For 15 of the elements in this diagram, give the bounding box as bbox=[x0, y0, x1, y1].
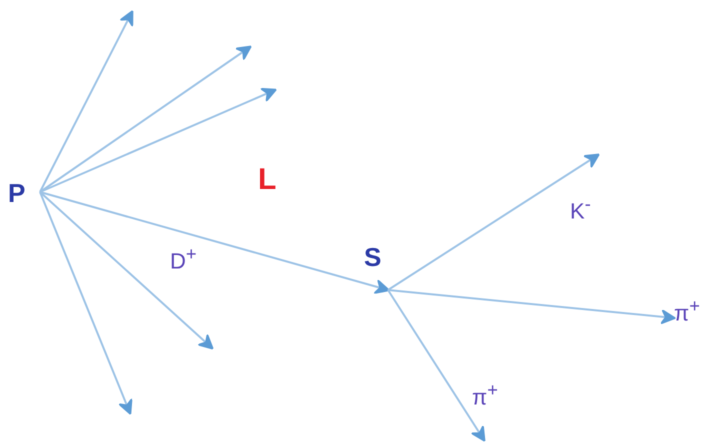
particle-label: π$^{+}$ bbox=[472, 378, 498, 410]
arrow bbox=[39, 192, 132, 415]
arrow bbox=[387, 289, 486, 442]
arrow bbox=[388, 289, 676, 324]
arrow bbox=[387, 154, 600, 291]
arrow bbox=[39, 191, 214, 350]
vertex-label: S bbox=[364, 242, 382, 272]
arrow bbox=[40, 191, 390, 294]
arrow bbox=[39, 10, 134, 192]
section-letter: L bbox=[258, 168, 276, 192]
particle-label: K$^{-}$ bbox=[570, 192, 591, 224]
arrow bbox=[39, 46, 252, 193]
particle-label: π$^{+}$ bbox=[674, 294, 701, 326]
vertex-label: P bbox=[8, 178, 26, 208]
arrow bbox=[40, 88, 277, 193]
